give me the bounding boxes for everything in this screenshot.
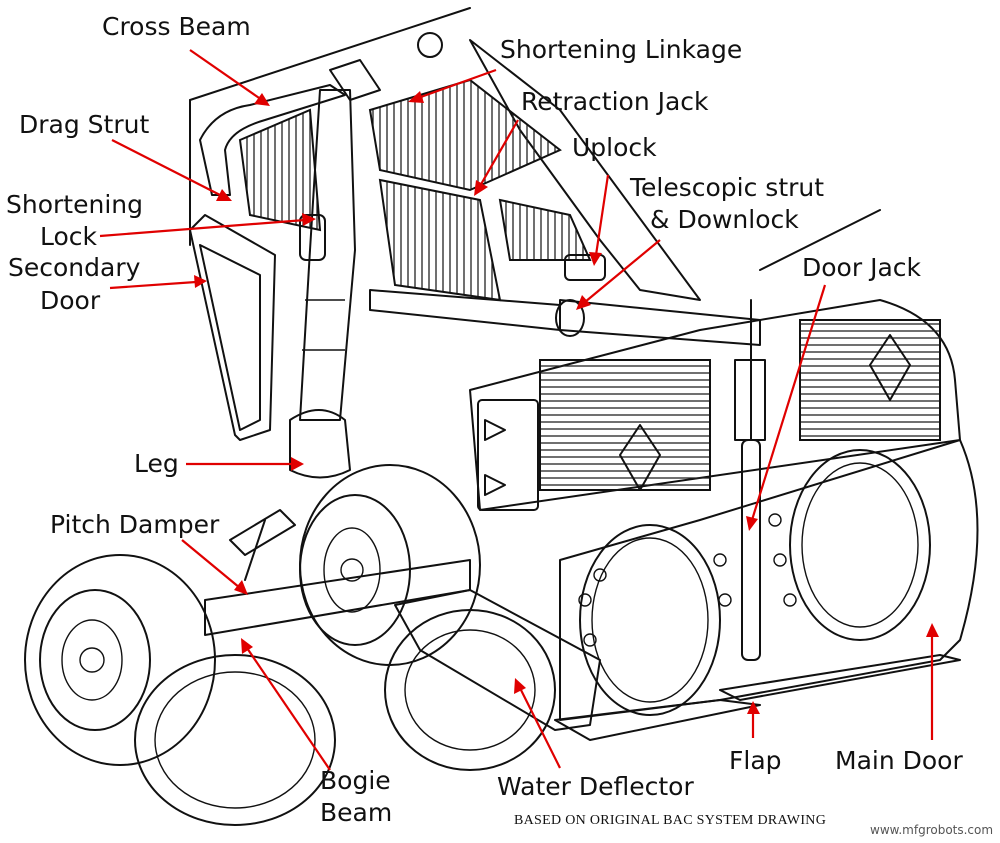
label-drag-strut: Drag Strut xyxy=(19,110,150,139)
label-bogie-beam-1: Bogie xyxy=(320,766,391,795)
label-door-jack: Door Jack xyxy=(802,253,921,282)
door-frame xyxy=(554,439,979,741)
main-leg xyxy=(289,89,356,479)
arrow-retraction-jack xyxy=(474,119,519,196)
wheel-rear-left xyxy=(134,654,336,826)
label-cross-beam: Cross Beam xyxy=(102,12,251,41)
telescopic-strut xyxy=(369,254,761,346)
label-uplock: Uplock xyxy=(572,133,657,162)
bogie-beam xyxy=(204,509,471,636)
label-flap: Flap xyxy=(729,746,782,775)
arrow-bogie-beam xyxy=(241,638,331,771)
secondary-door xyxy=(189,214,276,441)
watermark: www.mfgrobots.com xyxy=(870,823,994,837)
arrow-door-jack xyxy=(746,284,827,531)
arrow-leg xyxy=(186,457,304,471)
bay-roof xyxy=(189,7,881,301)
arrow-pitch-damper xyxy=(181,539,248,595)
label-main-door: Main Door xyxy=(835,746,963,775)
wheel-rear-right xyxy=(384,609,556,771)
water-deflector xyxy=(394,589,601,731)
arrow-shortening-linkage xyxy=(408,68,497,103)
label-shortening-linkage: Shortening Linkage xyxy=(500,35,743,64)
arrow-secondary-door xyxy=(109,275,207,290)
wheel-front-right xyxy=(299,464,481,666)
arrow-drag-strut xyxy=(111,139,232,201)
label-bogie-beam-2: Beam xyxy=(320,798,393,827)
arrow-uplock xyxy=(589,174,610,266)
arrow-cross-beam xyxy=(189,49,270,106)
main-door-assembly xyxy=(469,299,961,511)
arrow-water-deflector xyxy=(514,678,561,769)
label-pitch-damper: Pitch Damper xyxy=(50,510,220,539)
wheel-front-left xyxy=(24,554,216,766)
door-jack xyxy=(734,299,766,661)
arrow-shortening-lock xyxy=(99,213,316,238)
label-secondary-door-2: Door xyxy=(40,286,101,315)
label-leg: Leg xyxy=(134,449,179,478)
label-telescopic-strut-2: & Downlock xyxy=(650,205,799,234)
label-shortening-lock-2: Lock xyxy=(40,222,98,251)
label-water-deflector: Water Deflector xyxy=(497,772,694,801)
arrow-main-door xyxy=(926,623,939,740)
source-credit: BASED ON ORIGINAL BAC SYSTEM DRAWING xyxy=(514,813,827,828)
arrow-telescopic-strut xyxy=(576,239,661,310)
label-secondary-door-1: Secondary xyxy=(8,253,141,282)
label-retraction-jack: Retraction Jack xyxy=(521,87,709,116)
label-shortening-lock-1: Shortening xyxy=(6,190,143,219)
label-telescopic-strut-1: Telescopic strut xyxy=(630,173,825,202)
leader-arrows xyxy=(99,49,939,771)
arrow-flap xyxy=(747,701,760,738)
